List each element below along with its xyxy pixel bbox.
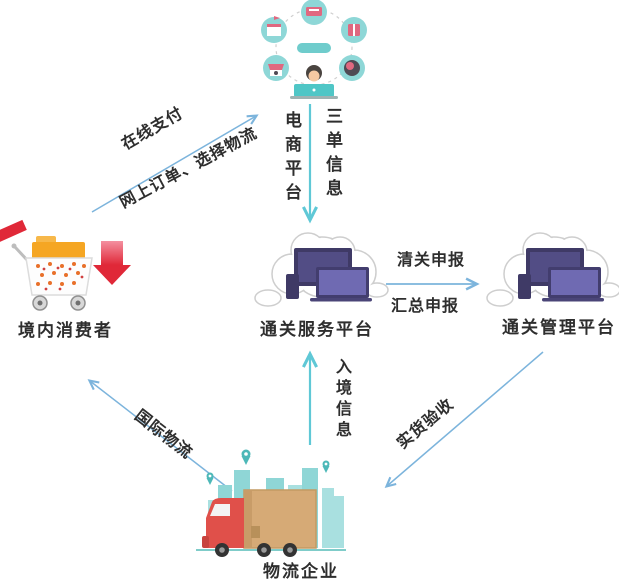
hub-banner [297,43,331,53]
delivery-truck-icon [188,438,353,563]
devices [286,248,372,302]
edge-label-three-orders-info: 三单信息 [323,107,342,203]
hub-bubble-top [301,0,327,25]
edge-label-entry-info: 入境信息 [333,358,350,442]
consumer-label: 境内消费者 [18,321,113,340]
logistics-label: 物流企业 [263,562,339,581]
red-down-arrow-icon [93,241,131,285]
cart-body [11,236,93,311]
cloud-computing-icon [484,222,619,322]
devices [518,248,604,302]
hub-bubble-upper-left [261,16,287,43]
hub-bubble-upper-right [341,17,367,43]
hub-person-laptop [290,65,338,99]
edge-label-summary-declaration: 汇总申报 [391,298,460,315]
edge-label-online-payment: 在线支付 [119,104,187,154]
ribbon-icon [0,219,27,243]
edge-label-customs-declaration: 清关申报 [397,252,466,269]
edge-label-ecommerce-platform: 电商平台 [282,111,301,207]
ecommerce-network-icon [250,0,380,100]
hub-bubble-lower-left [263,55,289,81]
hub-bubble-lower-right [339,55,365,81]
management-platform-label: 通关管理平台 [502,318,616,337]
shopping-cart-icon [0,215,150,315]
service-platform-label: 通关服务平台 [260,320,374,339]
edge-label-goods-inspection: 实货验收 [394,395,458,453]
edge-label-international-logistics: 国际物流 [131,407,196,463]
truck [202,489,317,557]
cloud-computing-icon [252,222,392,322]
